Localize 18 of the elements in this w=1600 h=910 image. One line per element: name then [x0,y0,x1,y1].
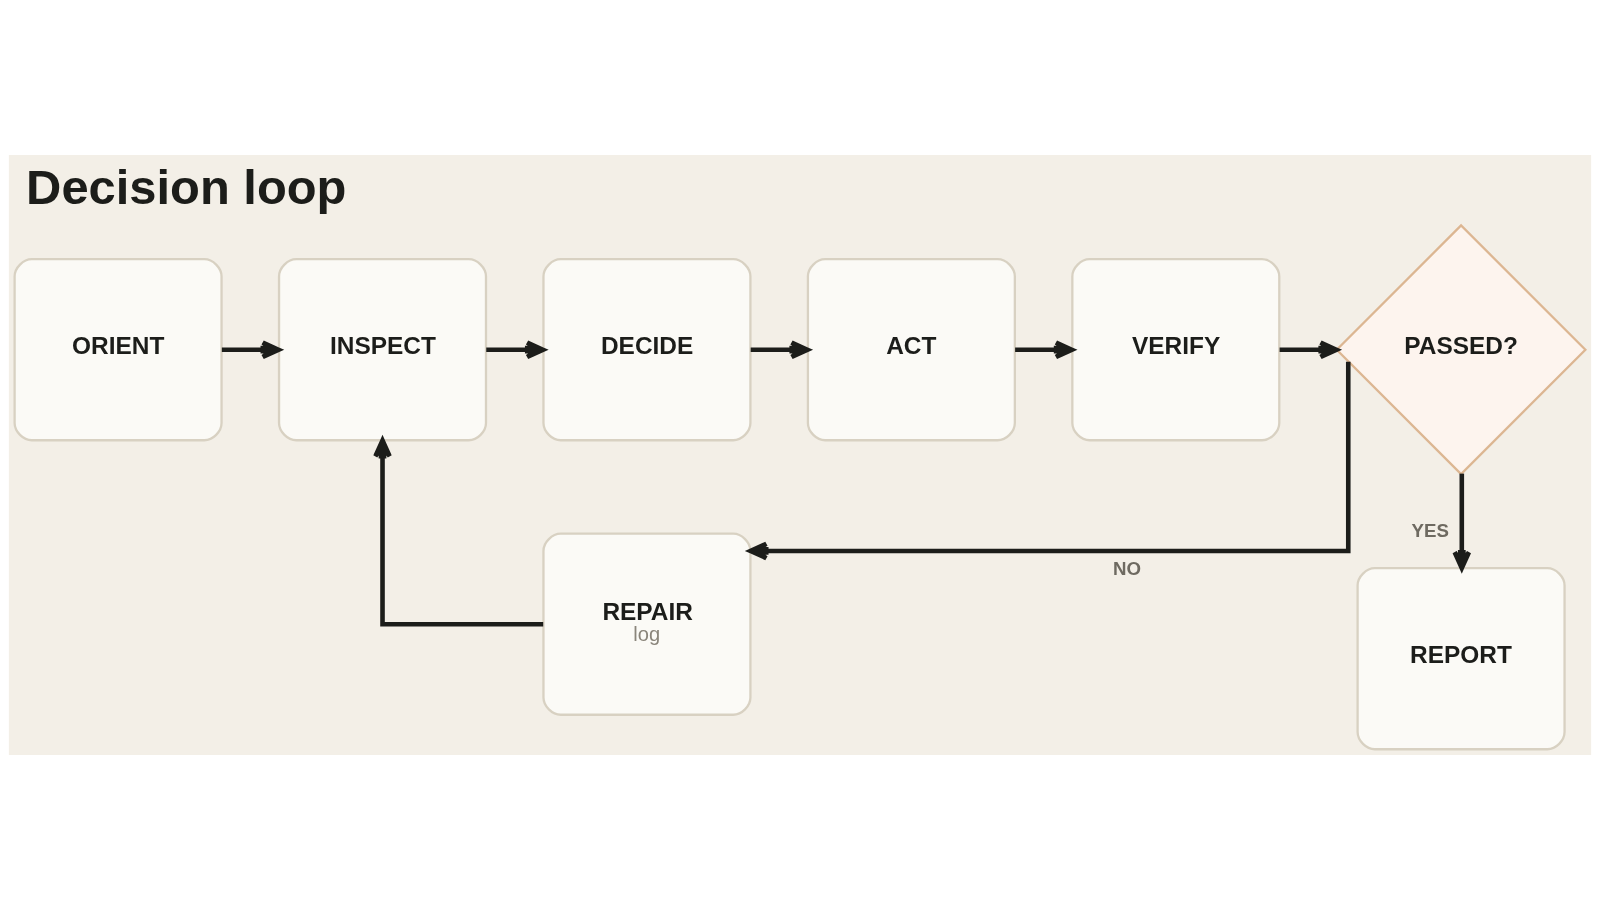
edge-label: NO [1113,557,1142,579]
node-diamond: PASSED? [1335,223,1587,476]
node-box: DECIDE [542,258,752,442]
node-box: VERIFY [1071,258,1281,442]
node-box: INSPECT [277,258,488,442]
arrow [750,340,810,360]
arrow [1452,473,1472,571]
arrow [1279,340,1339,360]
node-box: REPORT [1356,567,1566,751]
diagram-title: Decision loop [26,160,347,215]
node-box: ORIENT [13,258,223,442]
node-box: REPAIR log [542,532,752,716]
arrow [748,361,1351,561]
arrow [221,340,281,360]
arrow [1015,340,1075,360]
arrow [486,340,546,360]
edge-label: YES [1411,519,1449,541]
node-box: ACT [806,258,1016,442]
